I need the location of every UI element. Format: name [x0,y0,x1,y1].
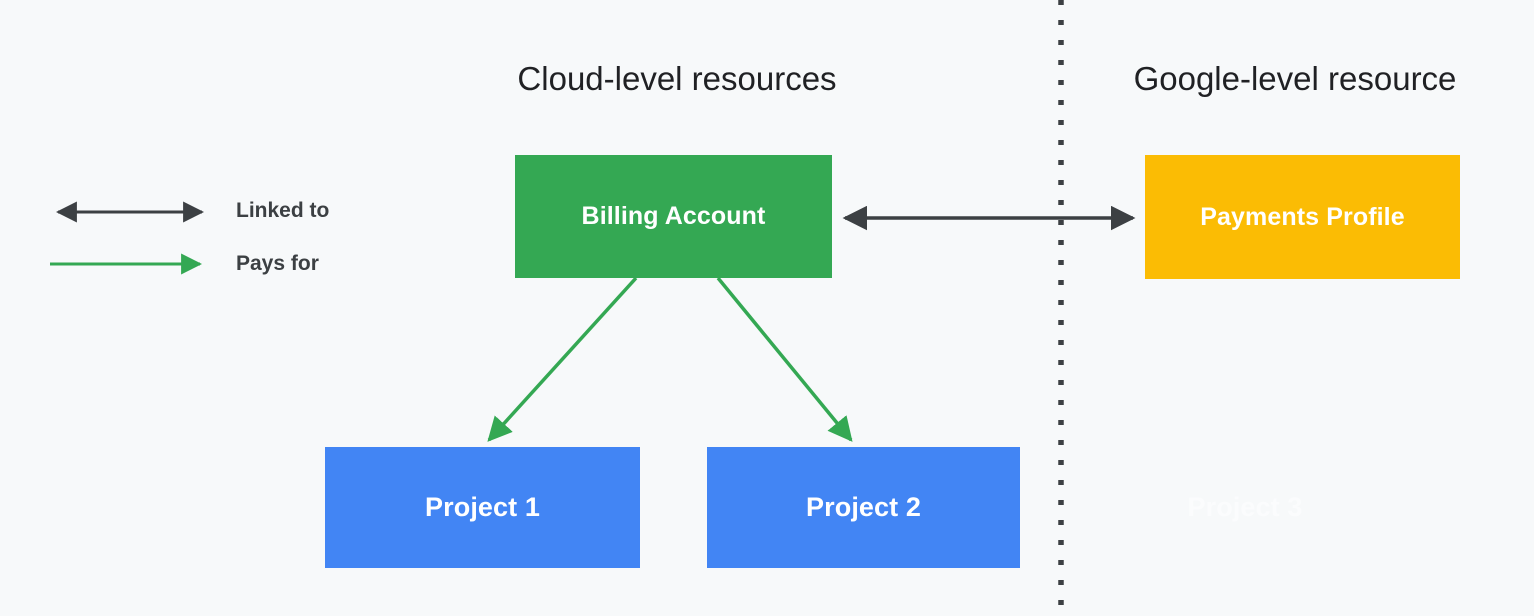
node-project-1-label: Project 1 [425,492,540,522]
node-project-2-label: Project 2 [806,492,921,522]
legend-label-linked-to: Linked to [236,199,330,222]
node-billing-account-label: Billing Account [581,202,766,230]
node-project-3: Project 3 [1145,447,1345,568]
column-header-google-level: Google-level resource [1133,60,1457,97]
legend-label-pays-for: Pays for [236,252,319,275]
node-payments-profile-label: Payments Profile [1200,202,1405,231]
node-project-3-label: Project 3 [1187,492,1303,522]
node-project-1[interactable]: Project 1 [325,447,640,568]
edge-billing-to-project-2 [716,276,853,442]
node-billing-account[interactable]: Billing Account [515,155,832,278]
column-header-cloud-level: Cloud-level resources [517,60,837,97]
edge-billing-to-project-1 [487,276,638,442]
node-payments-profile[interactable]: Payments Profile [1145,155,1460,279]
node-project-2[interactable]: Project 2 [707,447,1020,568]
